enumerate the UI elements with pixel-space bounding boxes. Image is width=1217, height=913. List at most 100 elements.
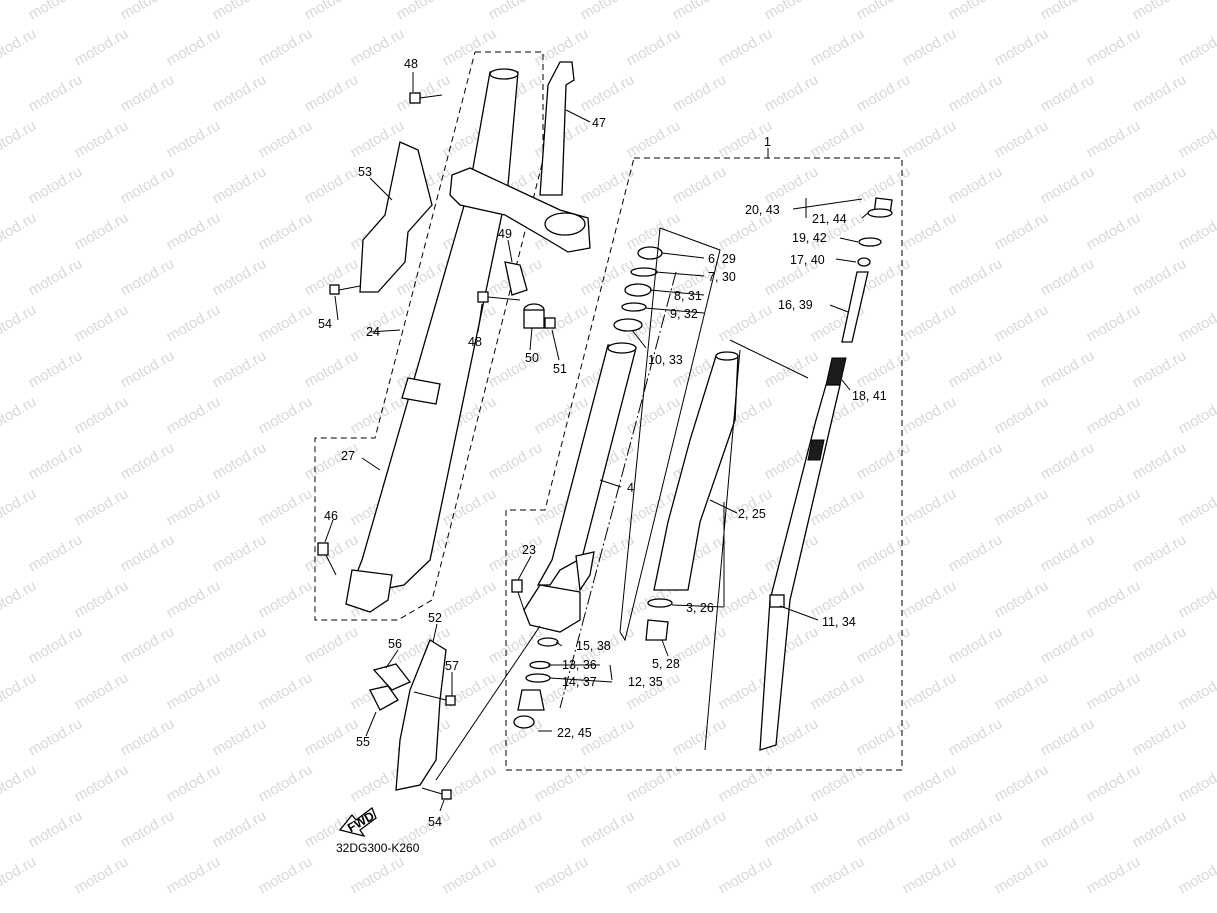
watermark-text: motod.ru <box>900 117 960 161</box>
watermark-text: motod.ru <box>118 531 178 575</box>
watermark-text: motod.ru <box>210 439 270 483</box>
callout-24: 24 <box>366 325 380 339</box>
watermark-text: motod.ru <box>992 853 1052 897</box>
part-inner-tube-top <box>607 342 637 354</box>
watermark-text: motod.ru <box>256 853 316 897</box>
watermark-text: motod.ru <box>808 669 868 713</box>
watermark-text: motod.ru <box>440 25 500 69</box>
watermark-text: motod.ru <box>164 853 224 897</box>
watermark-text: motod.ru <box>72 669 132 713</box>
callout-20: 20, 43 <box>745 203 780 217</box>
callout-56: 56 <box>388 637 402 651</box>
watermark-text: motod.ru <box>210 0 270 23</box>
watermark-text: motod.ru <box>118 439 178 483</box>
watermark-text: motod.ru <box>72 853 132 897</box>
watermark-text: motod.ru <box>394 71 454 115</box>
watermark-text: motod.ru <box>1084 117 1144 161</box>
watermark-text: motod.ru <box>302 71 362 115</box>
watermark-text: motod.ru <box>26 531 86 575</box>
callout-7: 7, 30 <box>708 270 736 284</box>
watermark-text: motod.ru <box>1176 761 1217 805</box>
watermark-text: motod.ru <box>762 347 822 391</box>
callout-4: 4 <box>627 481 634 495</box>
watermark-text: motod.ru <box>394 0 454 23</box>
part-cable-guide-49 <box>504 261 528 296</box>
part-seat-5 <box>645 619 669 641</box>
group-outline-left-fork <box>314 51 544 621</box>
watermark-text: motod.ru <box>670 163 730 207</box>
watermark-text: motod.ru <box>302 0 362 23</box>
callout-1: 1 <box>764 135 771 149</box>
watermark-text: motod.ru <box>854 347 914 391</box>
callout-9: 9, 32 <box>670 307 698 321</box>
watermark-text: motod.ru <box>164 301 224 345</box>
watermark-text: motod.ru <box>1084 209 1144 253</box>
watermark-text: motod.ru <box>210 255 270 299</box>
watermark-text: motod.ru <box>1130 255 1190 299</box>
callout-19: 19, 42 <box>792 231 827 245</box>
watermark-text: motod.ru <box>256 577 316 621</box>
watermark-text: motod.ru <box>440 669 500 713</box>
watermark-text: motod.ru <box>440 485 500 529</box>
callout-23: 23 <box>522 543 536 557</box>
callout-47: 47 <box>592 116 606 130</box>
watermark-text: motod.ru <box>992 301 1052 345</box>
watermark-text: motod.ru <box>1176 485 1217 529</box>
watermark-text: motod.ru <box>348 853 408 897</box>
watermark-text: motod.ru <box>256 485 316 529</box>
watermark-text: motod.ru <box>578 0 638 23</box>
watermark-text: motod.ru <box>1130 807 1190 851</box>
part-bushing-10 <box>613 318 643 332</box>
watermark-text: motod.ru <box>854 715 914 759</box>
watermark-text: motod.ru <box>486 439 546 483</box>
watermark-text: motod.ru <box>946 0 1006 23</box>
watermark-text: motod.ru <box>210 347 270 391</box>
watermark-text: motod.ru <box>26 439 86 483</box>
watermark-text: motod.ru <box>1176 577 1217 621</box>
part-oring-13 <box>529 660 551 670</box>
watermark-text: motod.ru <box>1176 301 1217 345</box>
watermark-text: motod.ru <box>900 669 960 713</box>
watermark-text: motod.ru <box>26 0 86 23</box>
watermark-text: motod.ru <box>578 163 638 207</box>
watermark-text: motod.ru <box>900 393 960 437</box>
watermark-text: motod.ru <box>72 761 132 805</box>
watermark-text: motod.ru <box>256 393 316 437</box>
watermark-text: motod.ru <box>256 669 316 713</box>
callout-13: 13, 36 <box>562 658 597 672</box>
watermark-text: motod.ru <box>624 761 684 805</box>
watermark-text: motod.ru <box>946 71 1006 115</box>
watermark-text: motod.ru <box>808 853 868 897</box>
watermark-text: motod.ru <box>210 163 270 207</box>
watermark-text: motod.ru <box>1038 715 1098 759</box>
callout-51: 51 <box>553 362 567 376</box>
part-bolt-54-bottom <box>421 787 452 800</box>
watermark-text: motod.ru <box>992 761 1052 805</box>
watermark-text: motod.ru <box>72 577 132 621</box>
part-washer-15 <box>537 637 559 647</box>
watermark-text: motod.ru <box>440 853 500 897</box>
watermark-text: motod.ru <box>302 163 362 207</box>
watermark-text: motod.ru <box>532 393 592 437</box>
part-axis-line-center <box>559 271 677 709</box>
watermark-text: motod.ru <box>854 0 914 23</box>
part-spacer-16 <box>841 271 869 343</box>
part-rod-line <box>704 349 741 751</box>
watermark-text: motod.ru <box>486 0 546 23</box>
callout-labels: 1 2, 25 3, 26 4 5, 28 6, 29 7, 30 8, 31 … <box>318 57 887 829</box>
part-fork-protector-52 <box>395 639 447 791</box>
watermark-text: motod.ru <box>946 807 1006 851</box>
watermark-text: motod.ru <box>900 301 960 345</box>
callout-18: 18, 41 <box>852 389 887 403</box>
part-protector-link-line <box>435 625 541 781</box>
watermark-text: motod.ru <box>992 393 1052 437</box>
watermark-text: motod.ru <box>900 25 960 69</box>
part-fork-bottom-left <box>345 569 393 613</box>
group-outline-fork-assembly-1 <box>505 157 903 771</box>
watermark-text: motod.ru <box>854 71 914 115</box>
watermark-text: motod.ru <box>946 715 1006 759</box>
part-inner-tube-4 <box>536 344 637 586</box>
watermark-text: motod.ru <box>1038 439 1098 483</box>
part-bolt-46 <box>317 542 337 576</box>
callout-12: 12, 35 <box>628 675 663 689</box>
